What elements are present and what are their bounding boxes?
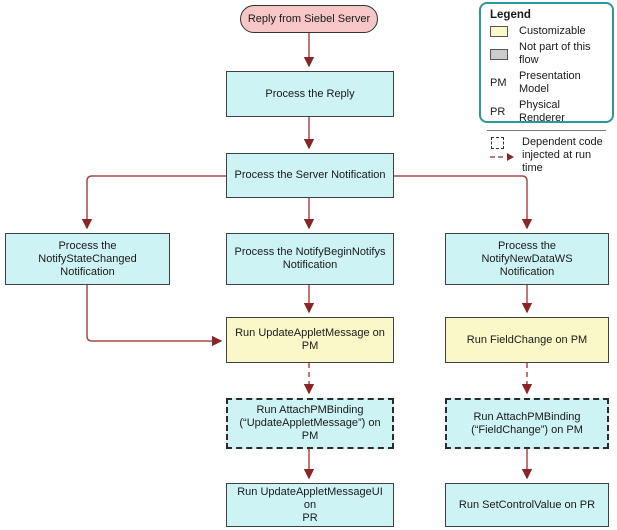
legend-item-label: Dependent code injected at run time: [522, 136, 603, 174]
customizable-swatch-icon: [490, 26, 508, 37]
legend-panel: Legend Customizable Not part of this flo…: [479, 2, 614, 174]
arrow-state-changed-to-update-applet-message: [86, 285, 223, 347]
node-run-attach-pm-binding-field-change: Run AttachPMBinding (“FieldChange”) on P…: [445, 398, 609, 449]
node-run-set-control-value: Run SetControlValue on PR: [445, 483, 609, 527]
node-process-the-reply: Process the Reply: [226, 71, 394, 117]
node-reply-from-siebel-server: Reply from Siebel Server: [240, 5, 378, 33]
legend-item-label: Physical Renderer: [519, 99, 565, 124]
dashed-red-arrow-icon: [490, 153, 514, 161]
legend-title: Legend: [490, 9, 531, 21]
legend-item-dependent-code: Dependent code injected at run time: [490, 136, 606, 175]
not-part-of-flow-swatch-icon: [490, 48, 508, 60]
legend-item-label: Presentation Model: [519, 70, 581, 95]
legend-item-pr: PR Physical Renderer: [490, 99, 606, 125]
legend-key-pr: PR: [490, 105, 506, 118]
legend-divider: [487, 130, 606, 131]
legend-item-pm: PM Presentation Model: [490, 70, 606, 96]
legend-item-label: Not part of this flow: [519, 41, 591, 66]
node-run-update-applet-message: Run UpdateAppletMessage on PM: [226, 317, 394, 363]
dashed-box-icon: [491, 137, 504, 149]
legend-item-not-part-of-flow: Not part of this flow: [490, 41, 606, 67]
node-notify-state-changed: Process the NotifyStateChanged Notificat…: [5, 233, 170, 285]
arrow-server-notification-to-state-changed: [81, 175, 226, 230]
node-run-update-applet-message-ui: Run UpdateAppletMessageUI on PR: [226, 483, 394, 527]
legend-item-label: Customizable: [519, 25, 586, 37]
node-process-server-notification: Process the Server Notification: [226, 153, 394, 198]
node-notify-begin-notifys: Process the NotifyBeginNotifys Notificat…: [226, 233, 394, 285]
node-notify-new-data-ws: Process the NotifyNewDataWS Notification: [445, 233, 609, 285]
arrow-server-notification-to-new-data-ws: [394, 175, 533, 230]
node-run-field-change: Run FieldChange on PM: [445, 317, 609, 363]
legend-key-pm: PM: [490, 76, 507, 89]
legend-item-customizable: Customizable: [490, 25, 606, 38]
dependent-code-icons: [490, 136, 514, 161]
node-run-attach-pm-binding-update-applet-message: Run AttachPMBinding (“UpdateAppletMessag…: [226, 398, 394, 449]
